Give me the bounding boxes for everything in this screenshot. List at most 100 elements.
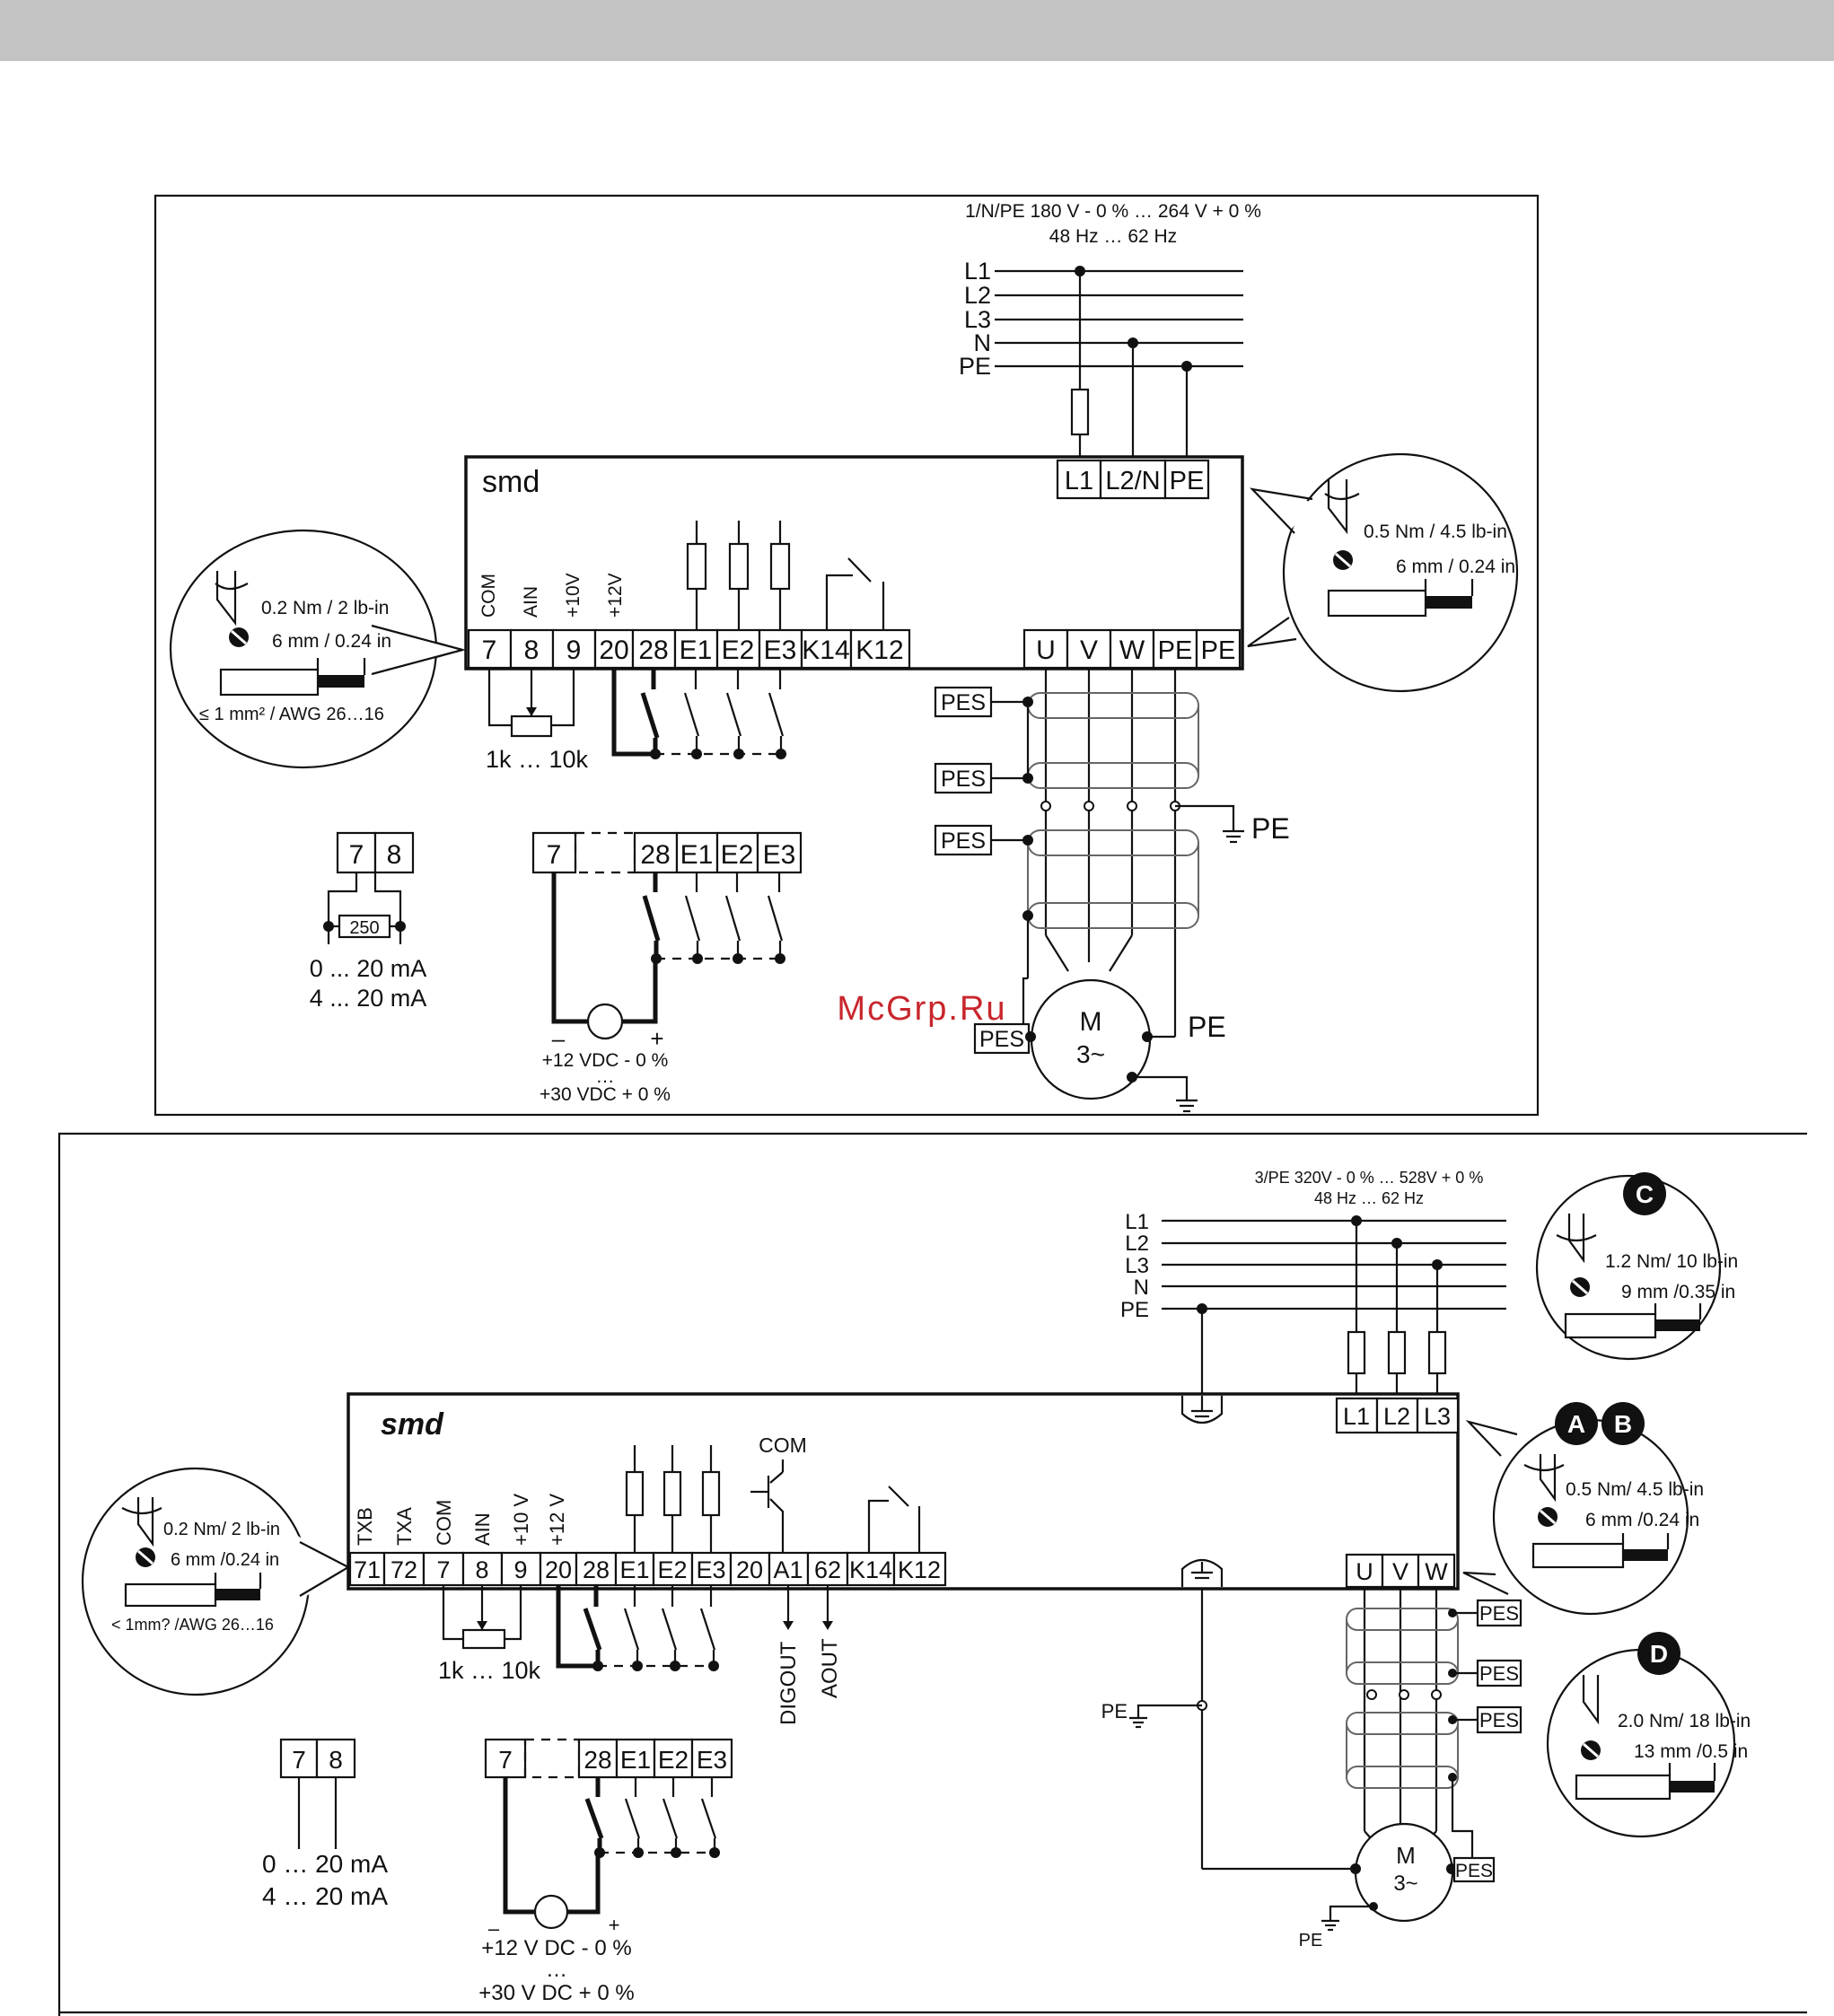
top-minus: – <box>552 1025 566 1052</box>
top-diagram: 1/N/PE 180 V - 0 % … 264 V + 0 % 48 Hz …… <box>154 194 1540 1117</box>
bottom-term-8: 8 <box>475 1556 488 1583</box>
top-term-e2: E2 <box>722 635 755 665</box>
bottom-line-l2: L2 <box>1125 1232 1149 1256</box>
top-term-20: 20 <box>599 635 628 665</box>
d-torque: 2.0 Nm/ 18 lb-in <box>1618 1711 1751 1731</box>
bottom-label-txb: TXB <box>354 1507 376 1546</box>
top-pes-motor: PES <box>979 1027 1024 1052</box>
top-left-gauge: ≤ 1 mm² / AWG 26…16 <box>199 705 384 724</box>
ab-torque: 0.5 Nm/ 4.5 lb-in <box>1566 1479 1704 1500</box>
bottom-label-com: COM <box>433 1500 455 1546</box>
top-pot-label: 1k … 10k <box>486 746 589 773</box>
bottom-term-e3: E3 <box>696 1556 725 1583</box>
bottom-com-label: COM <box>759 1433 807 1457</box>
bottom-left-gauge: < 1mm? /AWG 26…16 <box>111 1616 274 1634</box>
top-line-l1: L1 <box>964 258 991 285</box>
top-current-2: 4 ... 20 mA <box>310 985 427 1012</box>
bottom-pe-label-1: PE <box>1101 1700 1128 1722</box>
bottom-supply-line2: 48 Hz … 62 Hz <box>1314 1189 1424 1207</box>
top-label-ain: AIN <box>521 586 541 618</box>
top-ext-term-28: 28 <box>640 840 670 870</box>
top-pe-label-1: PE <box>1251 812 1290 845</box>
top-term-k14: K14 <box>802 635 849 665</box>
top-pe-label-motor: PE <box>1188 1011 1226 1043</box>
bottom-out-digout: DIGOUT <box>777 1641 801 1725</box>
top-motor-m: M <box>1080 1007 1102 1037</box>
bottom-label-ain: AIN <box>471 1512 494 1546</box>
top-term-k12: K12 <box>856 635 903 665</box>
top-motor-term-w: W <box>1119 635 1145 665</box>
top-mains-l1: L1 <box>1065 467 1093 495</box>
bottom-label-10v: +10 V <box>510 1494 532 1546</box>
bottom-voltage-3: +30 V DC + 0 % <box>478 1981 634 2005</box>
top-pes-2: PES <box>941 767 986 792</box>
top-term-9: 9 <box>566 635 582 665</box>
bottom-label-txa: TXA <box>393 1507 416 1546</box>
top-mains-pe: PE <box>1170 467 1205 495</box>
top-brand: smd <box>482 465 540 499</box>
bottom-voltage-1: +12 V DC - 0 % <box>481 1936 631 1960</box>
bottom-pot-label: 1k … 10k <box>438 1657 541 1684</box>
c-strip: 9 mm /0.35 in <box>1621 1282 1735 1302</box>
bottom-term-62: 62 <box>814 1556 841 1583</box>
bottom-motor-m: M <box>1396 1842 1416 1869</box>
top-line-l2: L2 <box>964 282 991 309</box>
bottom-pes-2: PES <box>1479 1662 1519 1685</box>
top-ai-term-8: 8 <box>387 840 402 870</box>
badge-c: C <box>1636 1180 1654 1208</box>
bottom-term-k14: K14 <box>849 1556 892 1583</box>
top-ext-term-e3: E3 <box>763 840 796 870</box>
bottom-line-l1: L1 <box>1125 1210 1149 1234</box>
top-label-com: COM <box>478 574 499 618</box>
bottom-term-a1: A1 <box>773 1556 803 1583</box>
bottom-term-7: 7 <box>436 1556 450 1583</box>
bottom-line-pe: PE <box>1120 1298 1149 1322</box>
top-resistor: 250 <box>349 918 379 938</box>
top-motor-phase: 3~ <box>1076 1040 1105 1068</box>
top-voltage-2: … <box>596 1066 615 1087</box>
top-ext-term-7: 7 <box>547 840 562 870</box>
bottom-ext-term-e2: E2 <box>658 1746 689 1774</box>
bottom-out-aout: AOUT <box>818 1638 842 1698</box>
badge-a: A <box>1567 1410 1585 1438</box>
top-left-strip: 6 mm / 0.24 in <box>272 631 391 652</box>
top-label-12v: +12V <box>605 573 626 618</box>
bottom-motor-phase: 3~ <box>1393 1871 1417 1896</box>
top-pes-1: PES <box>941 690 986 715</box>
bottom-line-n: N <box>1134 1275 1149 1300</box>
top-ext-term-e2: E2 <box>721 840 754 870</box>
bottom-left-strip: 6 mm /0.24 in <box>171 1550 279 1570</box>
top-motor-term-pe2: PE <box>1201 636 1236 665</box>
bottom-pes-motor: PES <box>1455 1861 1493 1881</box>
bottom-ext-term-28: 28 <box>584 1746 611 1774</box>
bottom-term-20a: 20 <box>545 1556 572 1583</box>
bottom-pes-1: PES <box>1479 1602 1519 1625</box>
bottom-ext-term-e1: E1 <box>620 1746 651 1774</box>
page-header-bar <box>0 0 1834 61</box>
bottom-ai-term-7: 7 <box>292 1746 306 1774</box>
top-line-l3: L3 <box>964 306 991 333</box>
badge-b: B <box>1614 1410 1632 1438</box>
bottom-term-9: 9 <box>513 1556 527 1583</box>
top-voltage-3: +30 VDC + 0 % <box>540 1084 671 1105</box>
bottom-voltage-2: … <box>546 1958 567 1982</box>
bottom-frame <box>57 1132 1807 2016</box>
bottom-ext-term-e3: E3 <box>697 1746 727 1774</box>
top-ai-term-7: 7 <box>349 840 364 870</box>
bottom-minus: – <box>488 1917 500 1940</box>
bottom-ai-term-8: 8 <box>329 1746 343 1774</box>
top-term-7: 7 <box>482 635 497 665</box>
top-plus: + <box>650 1025 663 1052</box>
top-right-torque: 0.5 Nm / 4.5 lb-in <box>1364 522 1507 542</box>
top-term-e1: E1 <box>680 635 713 665</box>
top-frame <box>154 194 1540 1117</box>
bottom-mains-l1: L1 <box>1343 1403 1370 1430</box>
badge-d: D <box>1650 1640 1668 1668</box>
c-torque: 1.2 Nm/ 10 lb-in <box>1605 1251 1738 1272</box>
top-line-pe: PE <box>959 353 991 380</box>
watermark: McGrp.Ru <box>837 990 1006 1028</box>
bottom-brand: smd <box>381 1407 444 1442</box>
top-line-n: N <box>974 329 992 356</box>
top-fuse <box>1070 388 1090 436</box>
bottom-label-12v: +12 V <box>546 1494 568 1546</box>
